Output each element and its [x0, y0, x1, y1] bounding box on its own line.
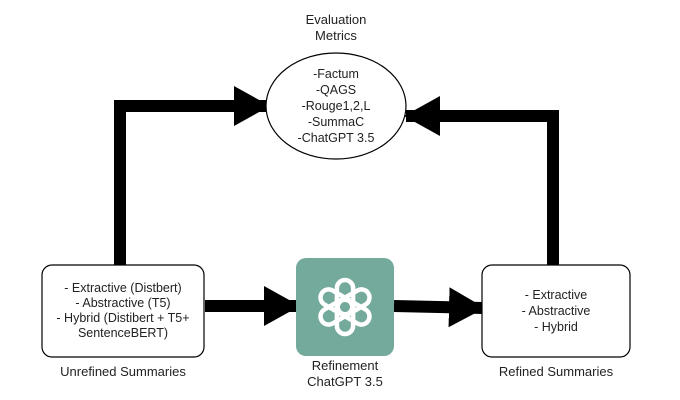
refined-items: - Extractive - Abstractive - Hybrid: [483, 266, 629, 356]
unrefined-summaries-box: [41, 264, 205, 358]
evaluation-title-line-2: Metrics: [315, 28, 357, 43]
unrefined-item-1: - Extractive (Distbert): [64, 281, 182, 295]
evaluation-metrics-list: -Factum -QAGS -Rouge1,2,L -SummaC -ChatG…: [270, 62, 402, 150]
metric-qags: -QAGS: [315, 83, 357, 97]
refinement-caption: Refinement ChatGPT 3.5: [290, 358, 400, 390]
evaluation-title: Evaluation Metrics: [286, 12, 386, 44]
arrow-refined-to-evaluation: [404, 96, 559, 265]
metric-rouge: -Rouge1,2,L: [301, 99, 371, 113]
refined-item-3: - Hybrid: [534, 320, 578, 334]
refined-summaries-box: [481, 264, 631, 358]
openai-logo-icon: [318, 277, 372, 337]
unrefined-items: - Extractive (Distbert) - Abstractive (T…: [43, 266, 203, 356]
refined-item-1: - Extractive: [524, 288, 588, 302]
unrefined-caption: Unrefined Summaries: [60, 364, 186, 379]
unrefined-item-4: SentenceBERT): [77, 326, 169, 340]
refined-caption: Refined Summaries: [498, 364, 614, 379]
refinement-caption-line-2: ChatGPT 3.5: [307, 374, 383, 389]
arrow-refinement-to-refined: [393, 287, 485, 328]
arrow-unrefined-to-evaluation: [114, 86, 270, 265]
evaluation-metrics-ellipse: [265, 52, 407, 160]
unrefined-item-3: - Hybrid (Distibert + T5+: [56, 311, 190, 325]
chatgpt-logo-tile: [296, 258, 394, 356]
refined-item-2: - Abstractive: [521, 304, 591, 318]
metric-summac: -SummaC: [307, 115, 365, 129]
refinement-caption-line-1: Refinement: [311, 358, 379, 373]
evaluation-title-line-1: Evaluation: [305, 12, 367, 27]
metric-factum: -Factum: [313, 67, 359, 81]
metric-chatgpt: -ChatGPT 3.5: [297, 131, 375, 145]
unrefined-item-2: - Abstractive (T5): [75, 296, 171, 310]
